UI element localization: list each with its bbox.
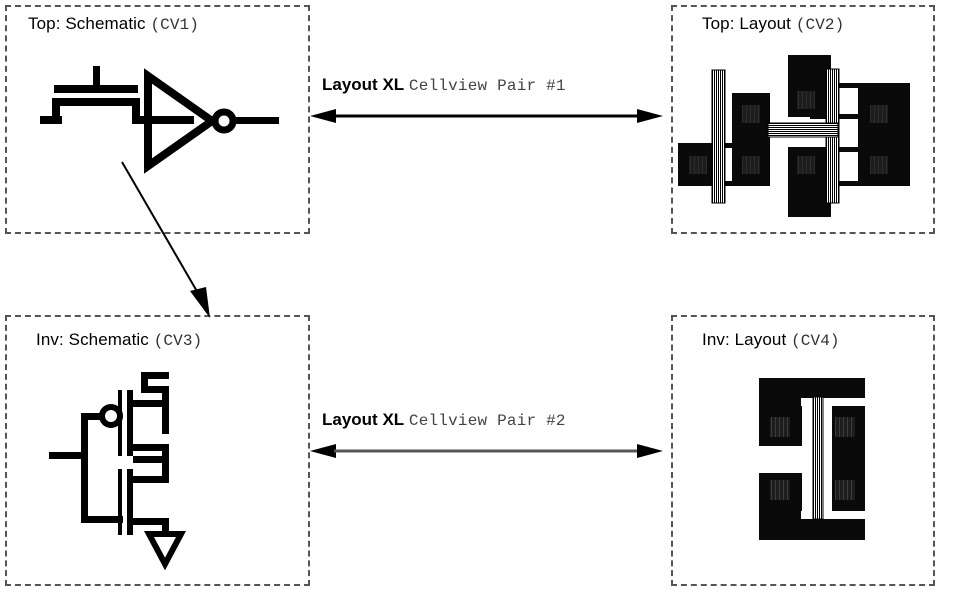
panel-cv1-title-text: Top: Schematic [28,14,146,33]
panel-cv2 [671,5,935,234]
inverter-bubble-icon [211,108,237,134]
layout-contact [835,480,855,500]
panel-cv1-title: Top: Schematic (CV1) [28,14,199,34]
layout-metal-channel [759,398,873,519]
nmos-transistor-symbol [40,66,194,124]
cmos-inverter-schematic [49,372,186,571]
layout-contact [770,480,790,500]
panel-cv1 [5,5,310,234]
panel-cv3-title-text: Inv: Schematic [36,330,149,349]
panel-cv2-title-text: Top: Layout [702,14,791,33]
arrowhead-down-icon [190,287,210,318]
panel-cv4-title: Inv: Layout (CV4) [702,330,840,350]
link-pair1-label-mono: Cellview Pair #1 [408,77,566,95]
panel-cv4-cv-label: (CV4) [791,332,840,350]
layout-contact [870,156,888,174]
layout-contact [870,105,888,123]
link-pair1-arrow [310,105,670,129]
panel-cv2-cv-label: (CV2) [795,16,845,34]
arrowhead-right-icon [637,444,663,458]
arrowhead-right-icon [637,109,663,123]
panel-cv4 [671,315,935,586]
layout-contact [835,417,855,437]
inverter-symbol [144,68,219,174]
layout-metal-interconnect [767,122,839,138]
link-pair2-label-mono: Cellview Pair #2 [408,412,566,430]
layout-contact [742,105,760,123]
arrowhead-left-icon [310,444,336,458]
cv2-layout-figure [678,55,910,223]
layout-contact [770,417,790,437]
layout-contact [742,156,760,174]
panel-cv3-title: Inv: Schematic (CV3) [36,330,202,350]
panel-cv3 [5,315,310,586]
panel-cv3-cv-label: (CV3) [153,332,203,350]
layout-contact [797,156,815,174]
cv1-schematic-figure [40,62,290,174]
layout-poly-gate [812,396,824,520]
arrowhead-left-icon [310,109,336,123]
link-pair2-label: Layout XL Cellview Pair #2 [322,410,566,430]
layout-contact [797,91,815,109]
layout-contact [689,156,707,174]
cv3-schematic-figure [49,372,193,571]
link-pair1-label-bold: Layout XL [322,75,405,94]
layout-poly-gate-left [711,69,726,204]
panel-cv2-title: Top: Layout (CV2) [702,14,844,34]
inverter-output-wire [233,117,279,124]
link-pair2-arrow [310,440,670,464]
layout-metal-strap-right [810,83,910,186]
panel-cv1-cv-label: (CV1) [150,16,199,34]
link-hierarchy-arrow [120,160,230,325]
link-pair2-label-bold: Layout XL [322,410,405,429]
panel-cv4-title-text: Inv: Layout [702,330,787,349]
cv4-layout-figure [759,378,873,540]
link-pair1-label: Layout XL Cellview Pair #1 [322,75,566,95]
